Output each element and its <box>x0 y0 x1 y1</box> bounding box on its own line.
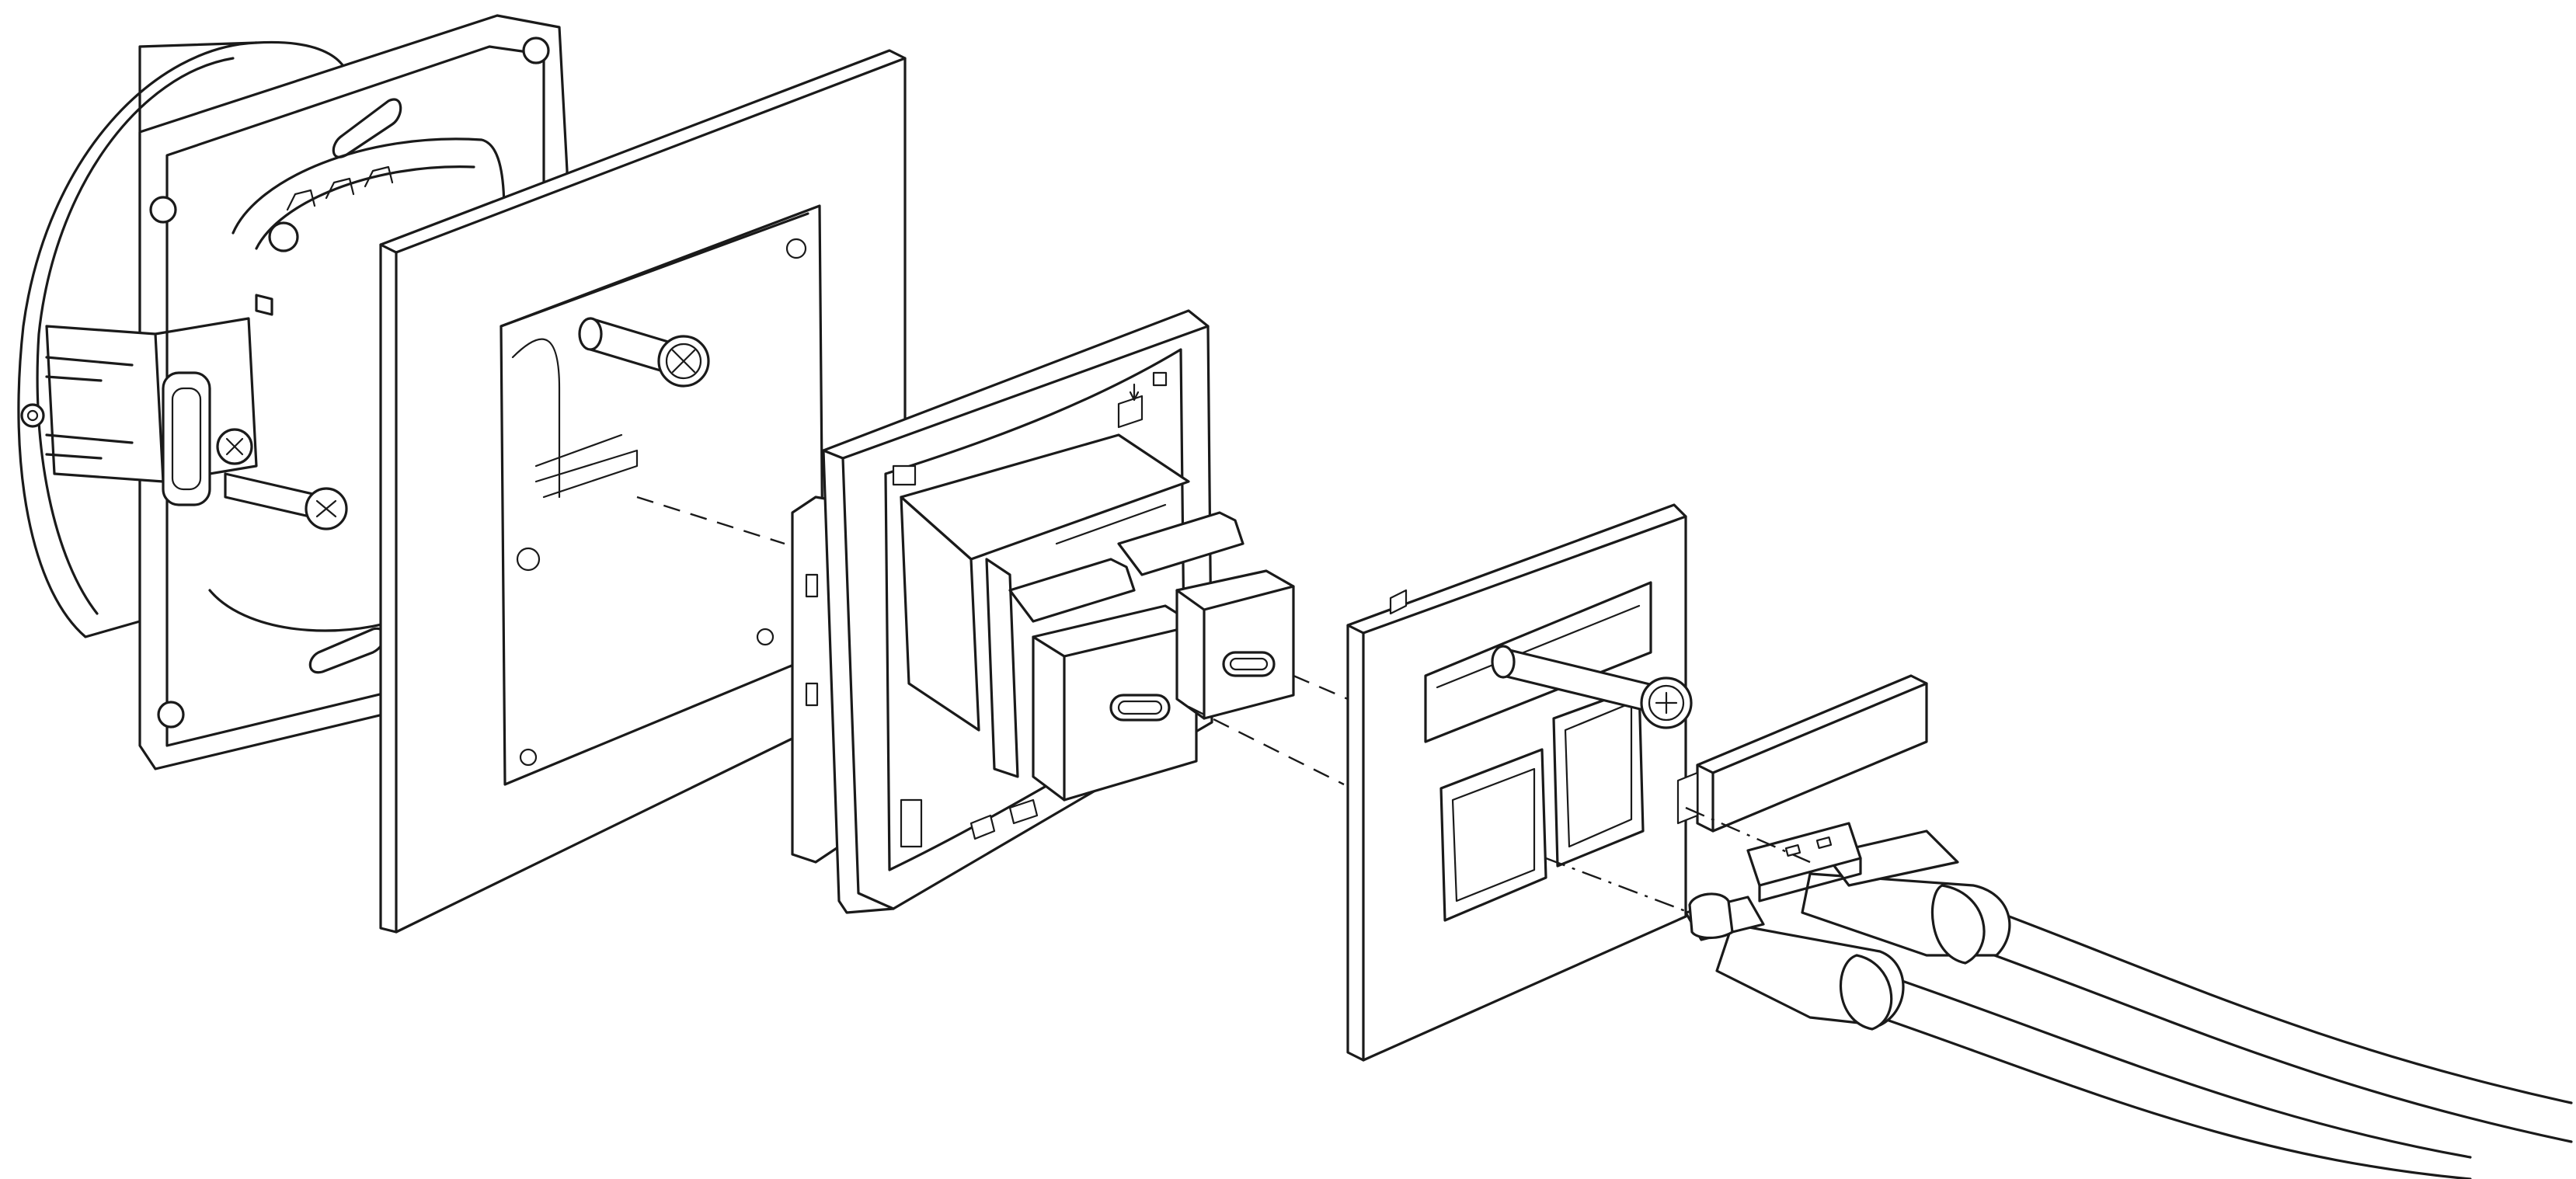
usb-a-cable <box>1746 822 2573 1143</box>
assembly-axis-lines <box>636 496 1811 914</box>
usb-c-cable <box>1684 892 2472 1179</box>
usb-module <box>791 309 1295 914</box>
blank-insert <box>1676 674 1928 833</box>
front-plate <box>1346 503 1693 1062</box>
cover-frame <box>379 49 907 934</box>
